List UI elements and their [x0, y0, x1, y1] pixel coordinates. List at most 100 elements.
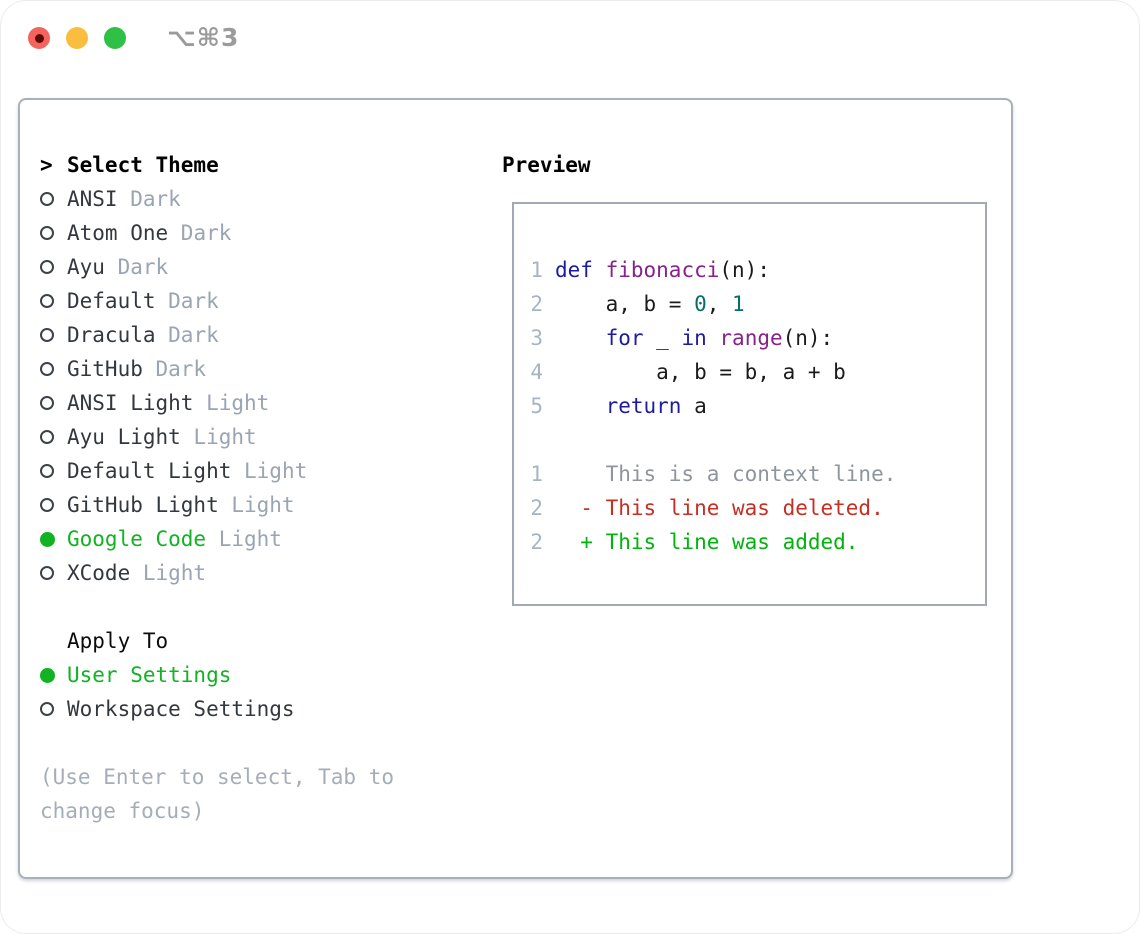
code-text: def fibonacci(n):	[555, 258, 770, 282]
code-line: 2 a, b = 0, 1	[530, 287, 985, 321]
theme-name: Ayu	[67, 255, 105, 279]
line-number: 2	[530, 530, 543, 554]
window-title: ⌥⌘3	[167, 23, 240, 52]
radio-icon	[40, 328, 67, 342]
preview-title: Preview	[502, 153, 591, 177]
radio-icon	[40, 362, 67, 376]
select-theme-header-row: > Select Theme	[40, 148, 470, 182]
theme-option-label: ANSI Dark	[67, 187, 181, 211]
theme-option-ayu[interactable]: Ayu Dark	[40, 250, 470, 284]
diff-text: This is a context line.	[555, 462, 897, 486]
theme-option-label: XCode Light	[67, 561, 206, 585]
apply-option-label: User Settings	[67, 663, 232, 687]
theme-variant: Dark	[155, 323, 219, 347]
theme-name: ANSI	[67, 187, 118, 211]
theme-option-default[interactable]: Default Dark	[40, 284, 470, 318]
select-theme-header: Select Theme	[67, 153, 219, 177]
code-line: 4 a, b = b, a + b	[530, 355, 985, 389]
theme-option-google-code[interactable]: Google Code Light	[40, 522, 470, 556]
theme-option-github-light[interactable]: GitHub Light Light	[40, 488, 470, 522]
minimize-button[interactable]	[66, 27, 88, 49]
theme-option-ayu-light[interactable]: Ayu Light Light	[40, 420, 470, 454]
theme-variant: Dark	[142, 357, 207, 381]
theme-option-ansi[interactable]: ANSI Dark	[40, 182, 470, 216]
diff-lines: 1 This is a context line.2 - This line w…	[530, 457, 985, 559]
radio-icon	[40, 702, 67, 716]
theme-variant: Light	[130, 561, 207, 585]
line-number: 5	[530, 394, 543, 418]
theme-option-dracula[interactable]: Dracula Dark	[40, 318, 470, 352]
theme-option-label: Ayu Light Light	[67, 425, 257, 449]
spacer	[530, 423, 985, 457]
radio-icon	[40, 260, 67, 274]
line-number: 3	[530, 326, 543, 350]
radio-icon	[40, 498, 67, 512]
titlebar: ⌥⌘3	[0, 0, 1140, 76]
theme-variant: Dark	[155, 289, 219, 313]
radio-selected-icon	[40, 531, 67, 547]
theme-option-github[interactable]: GitHub Dark	[40, 352, 470, 386]
code-text: for _ in range(n):	[605, 326, 834, 350]
diff-line-context: 1 This is a context line.	[530, 457, 985, 491]
theme-option-label: Dracula Dark	[67, 323, 219, 347]
radio-icon	[40, 294, 67, 308]
theme-name: ANSI Light	[67, 391, 194, 415]
code-text: return a	[605, 394, 707, 418]
zoom-button[interactable]	[104, 27, 126, 49]
theme-option-label: Default Dark	[67, 289, 219, 313]
theme-variant: Light	[218, 493, 295, 517]
code-text: a, b = b, a + b	[555, 360, 846, 384]
theme-name: Google Code	[67, 527, 207, 551]
theme-name: GitHub Light	[67, 493, 219, 517]
theme-option-label: Default Light Light	[67, 459, 307, 483]
theme-name: Default Light	[67, 459, 232, 483]
code-line: 3 for _ in range(n):	[530, 321, 985, 355]
radio-icon	[40, 192, 67, 206]
theme-variant: Dark	[117, 187, 181, 211]
theme-option-default-light[interactable]: Default Light Light	[40, 454, 470, 488]
apply-option-user-settings[interactable]: User Settings	[40, 658, 470, 692]
theme-option-label: Ayu Dark	[67, 255, 168, 279]
close-button[interactable]	[28, 27, 50, 49]
focus-arrow-icon: >	[40, 153, 53, 177]
theme-option-label: GitHub Light Light	[67, 493, 295, 517]
theme-name: Ayu Light	[67, 425, 181, 449]
theme-option-ansi-light[interactable]: ANSI Light Light	[40, 386, 470, 420]
theme-variant: Light	[231, 459, 308, 483]
unsaved-dot-icon	[34, 33, 44, 43]
theme-variant: Dark	[104, 255, 169, 279]
keyboard-hint: (Use Enter to select, Tab to change focu…	[40, 765, 395, 823]
code-line: 5 return a	[530, 389, 985, 423]
theme-name: Dracula	[67, 323, 156, 347]
code-text: a, b = 0, 1	[555, 292, 745, 316]
diff-text: + This line was added.	[555, 530, 859, 554]
theme-variant: Light	[193, 391, 270, 415]
theme-option-label: GitHub Dark	[67, 357, 206, 381]
line-number: 1	[530, 462, 543, 486]
theme-option-atom-one[interactable]: Atom One Dark	[40, 216, 470, 250]
theme-option-label: Google Code Light	[67, 527, 282, 551]
line-number: 2	[530, 292, 543, 316]
theme-name: GitHub	[67, 357, 143, 381]
theme-name: Default	[67, 289, 156, 313]
line-number: 2	[530, 496, 543, 520]
apply-to-header-row: Apply To	[40, 624, 470, 658]
radio-selected-icon	[40, 667, 67, 683]
theme-variant: Light	[206, 527, 282, 551]
apply-option-label: Workspace Settings	[67, 697, 295, 721]
radio-icon	[40, 464, 67, 478]
theme-option-label: ANSI Light Light	[67, 391, 269, 415]
apply-option-workspace-settings[interactable]: Workspace Settings	[40, 692, 470, 726]
diff-line-deleted: 2 - This line was deleted.	[530, 491, 985, 525]
theme-option-xcode[interactable]: XCode Light	[40, 556, 470, 590]
line-number: 1	[530, 258, 543, 282]
diff-line-added: 2 + This line was added.	[530, 525, 985, 559]
